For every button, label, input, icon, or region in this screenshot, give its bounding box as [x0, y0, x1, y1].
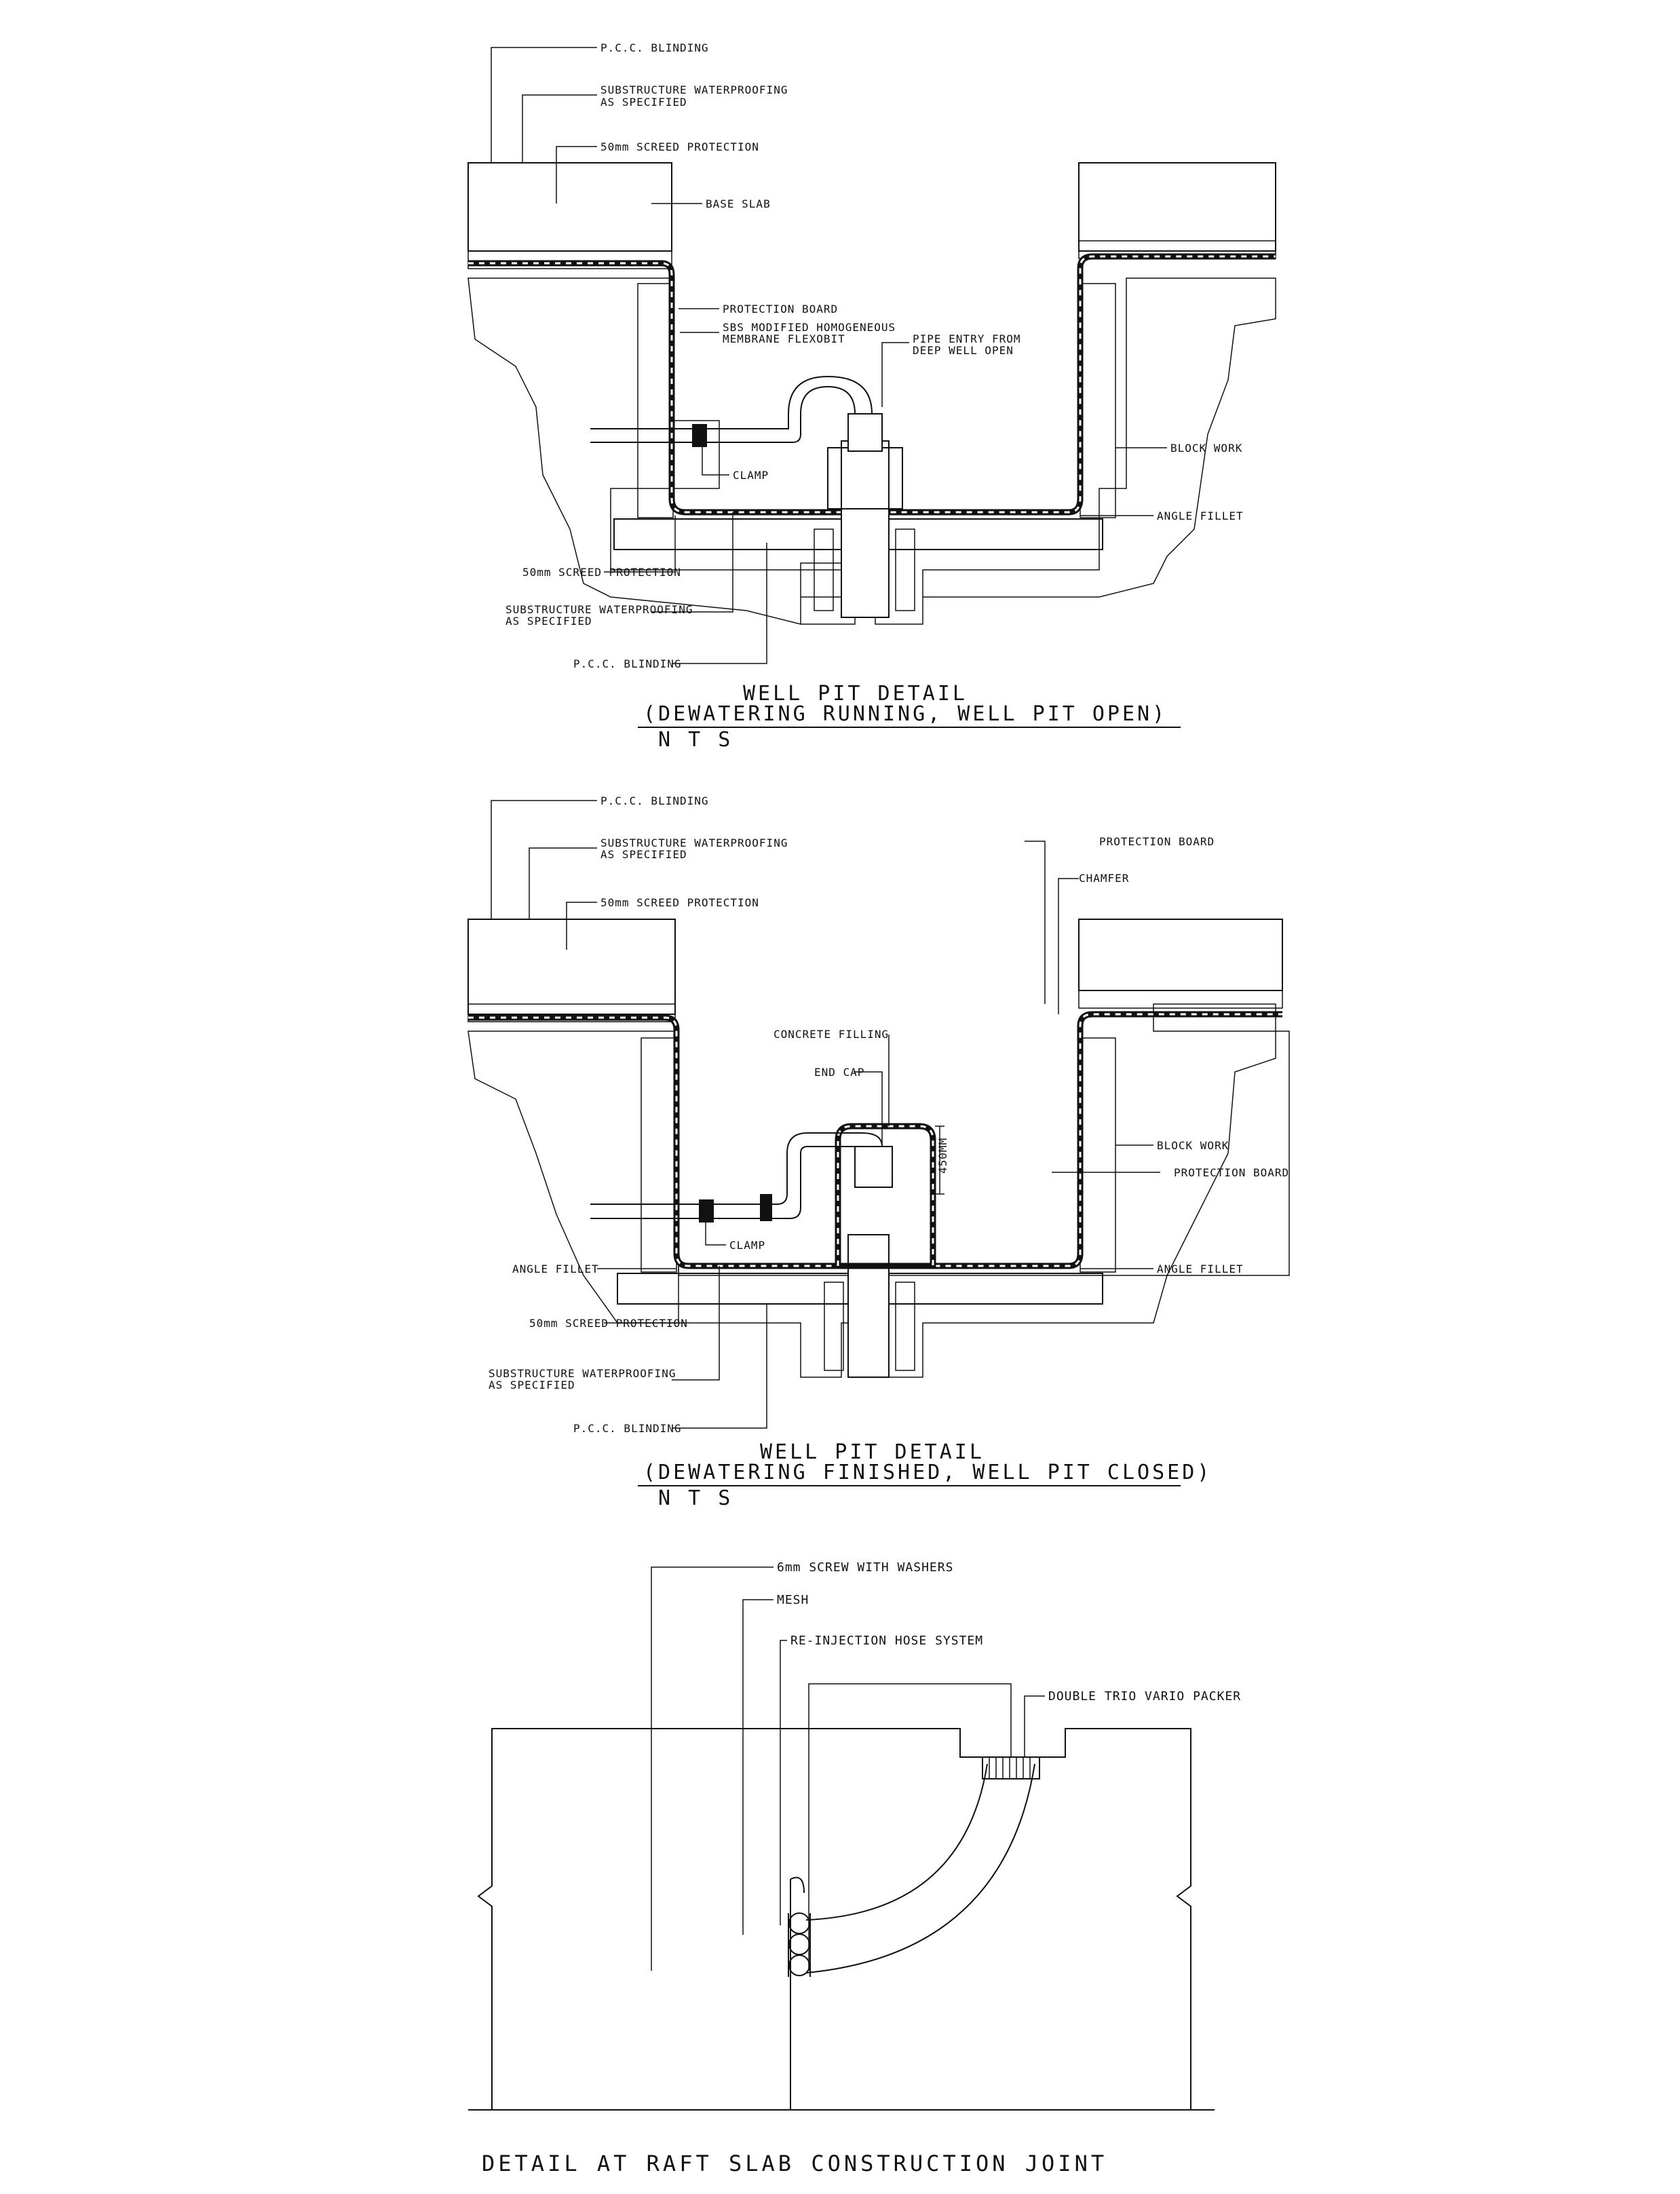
label-angle-fillet-left-2: ANGLE FILLET	[512, 1263, 599, 1275]
hose-tube-1	[788, 1912, 810, 1934]
well-pit-detail-closed: P.C.C. BLINDING SUBSTRUCTURE WATERPROOFI…	[467, 794, 1290, 1510]
pipe-bend-inner-1	[590, 375, 873, 429]
label-block-work-2: BLOCK WORK	[1157, 1139, 1229, 1152]
label-protection-board-1: PROTECTION BOARD	[723, 303, 838, 315]
label-clamp-1: CLAMP	[733, 469, 769, 482]
clamp-2	[699, 1199, 714, 1223]
label-waterproofing-bottom-1a: SUBSTRUCTURE WATERPROOFING	[505, 603, 693, 616]
concrete-filling-dash	[837, 1125, 934, 1266]
label-chamfer-2: CHAMFER	[1079, 872, 1129, 885]
hose-tube-3	[788, 1955, 810, 1976]
detail-1-subtitle: (DEWATERING RUNNING, WELL PIT OPEN)	[643, 702, 1167, 726]
detail-2-title: WELL PIT DETAIL	[760, 1440, 985, 1464]
block-wall-left-1	[637, 283, 674, 518]
label-block-work-1: BLOCK WORK	[1170, 442, 1242, 455]
base-slab-left-2	[467, 919, 676, 1015]
base-slab-right-2	[1078, 919, 1283, 991]
label-waterproofing-bottom-2b: AS SPECIFIED	[489, 1379, 575, 1391]
label-waterproofing-top-1b: AS SPECIFIED	[600, 96, 687, 109]
label-angle-fillet-right-2: ANGLE FILLET	[1157, 1263, 1244, 1275]
label-waterproofing-bottom-2a: SUBSTRUCTURE WATERPROOFING	[489, 1367, 676, 1380]
detail-2-scale: N T S	[658, 1486, 733, 1510]
label-sbs-membrane-1a: SBS MODIFIED HOMOGENEOUS	[723, 321, 896, 334]
label-concrete-filling: CONCRETE FILLING	[774, 1028, 889, 1041]
label-sbs-membrane-1b: MEMBRANE FLEXOBIT	[723, 332, 845, 345]
label-pipe-entry-1b: DEEP WELL OPEN	[913, 344, 1014, 357]
label-pcc-blinding-2: P.C.C. BLINDING	[600, 794, 709, 807]
pipe-bend-inner-2	[590, 1146, 868, 1219]
label-hose: RE-INJECTION HOSE SYSTEM	[790, 1634, 983, 1648]
label-mesh: MESH	[777, 1593, 809, 1607]
label-waterproofing-top-2a: SUBSTRUCTURE WATERPROOFING	[600, 836, 788, 849]
screed-right-2	[1078, 990, 1283, 1009]
detail-1-scale: N T S	[658, 728, 733, 752]
label-base-slab-1: BASE SLAB	[706, 197, 771, 210]
well-pit-detail-open: P.C.C. BLINDING SUBSTRUCTURE WATERPROOFI…	[467, 41, 1276, 752]
deep-well-pipe-1	[841, 440, 890, 618]
membrane-dash-2	[468, 1013, 1282, 1267]
reinjection-hose-inner	[805, 1763, 988, 1921]
end-cap	[854, 1146, 893, 1188]
pipe-top-1	[847, 413, 883, 452]
label-protection-board-right-2: PROTECTION BOARD	[1174, 1166, 1289, 1179]
deep-well-shaft-right-2	[895, 1282, 915, 1371]
detail-2-subtitle: (DEWATERING FINISHED, WELL PIT CLOSED)	[643, 1461, 1212, 1484]
screed-left-2	[467, 1003, 676, 1022]
base-slab-right-1	[1078, 162, 1276, 252]
block-wall-left-2	[641, 1037, 677, 1273]
reinjection-hose-outer	[805, 1763, 1035, 1974]
screed-left-1	[467, 250, 672, 269]
hose-tube-2	[788, 1933, 810, 1955]
pipe-bend-1	[590, 385, 856, 443]
clamp-1	[692, 424, 707, 447]
label-screed-top-1: 50mm SCREED PROTECTION	[600, 140, 759, 153]
label-screed-top-2: 50mm SCREED PROTECTION	[600, 896, 759, 909]
label-angle-fillet-1: ANGLE FILLET	[1157, 509, 1244, 522]
label-screed-bottom-2: 50mm SCREED PROTECTION	[529, 1317, 688, 1330]
base-slab-left-1	[467, 162, 672, 252]
soil-hatch-2	[467, 1003, 1290, 1378]
raft-slab	[477, 1728, 1191, 2111]
label-clamp-2: CLAMP	[729, 1239, 765, 1252]
label-pcc-blinding-bottom-2: P.C.C. BLINDING	[573, 1422, 682, 1435]
label-pipe-entry-1a: PIPE ENTRY FROM	[913, 332, 1021, 345]
well-pipe-2	[847, 1234, 890, 1378]
pipe-bend-2	[590, 1132, 883, 1205]
label-dimension-2: 450MM	[936, 1138, 949, 1174]
detail-3-title: DETAIL AT RAFT SLAB CONSTRUCTION JOINT	[482, 2151, 1107, 2176]
label-waterproofing-top-2b: AS SPECIFIED	[600, 848, 687, 861]
label-protection-board-top-2: PROTECTION BOARD	[1099, 835, 1215, 848]
label-waterproofing-bottom-1b: AS SPECIFIED	[505, 615, 592, 628]
label-screw: 6mm SCREW WITH WASHERS	[777, 1560, 953, 1575]
deep-well-shaft-left-2	[824, 1282, 844, 1371]
deep-well-shaft-left-1	[814, 528, 834, 611]
label-end-cap: END CAP	[814, 1066, 864, 1079]
vario-packer	[982, 1756, 1040, 1779]
label-pcc-blinding-1: P.C.C. BLINDING	[600, 41, 709, 54]
label-packer: DOUBLE TRIO VARIO PACKER	[1048, 1689, 1241, 1704]
detail-1-title: WELL PIT DETAIL	[743, 682, 968, 706]
clamp-2b	[760, 1194, 772, 1221]
block-wall-right-2	[1080, 1037, 1116, 1273]
raft-slab-joint-detail: 6mm SCREW WITH WASHERS MESH RE-INJECTION…	[468, 1560, 1241, 2176]
label-pcc-blinding-bottom-1: P.C.C. BLINDING	[573, 657, 682, 670]
label-waterproofing-top-1a: SUBSTRUCTURE WATERPROOFING	[600, 83, 788, 96]
deep-well-shaft-right-1	[895, 528, 915, 611]
label-screed-bottom-1: 50mm SCREED PROTECTION	[522, 566, 681, 579]
membrane-dash-1	[468, 255, 1276, 514]
block-wall-right-1	[1080, 283, 1116, 518]
